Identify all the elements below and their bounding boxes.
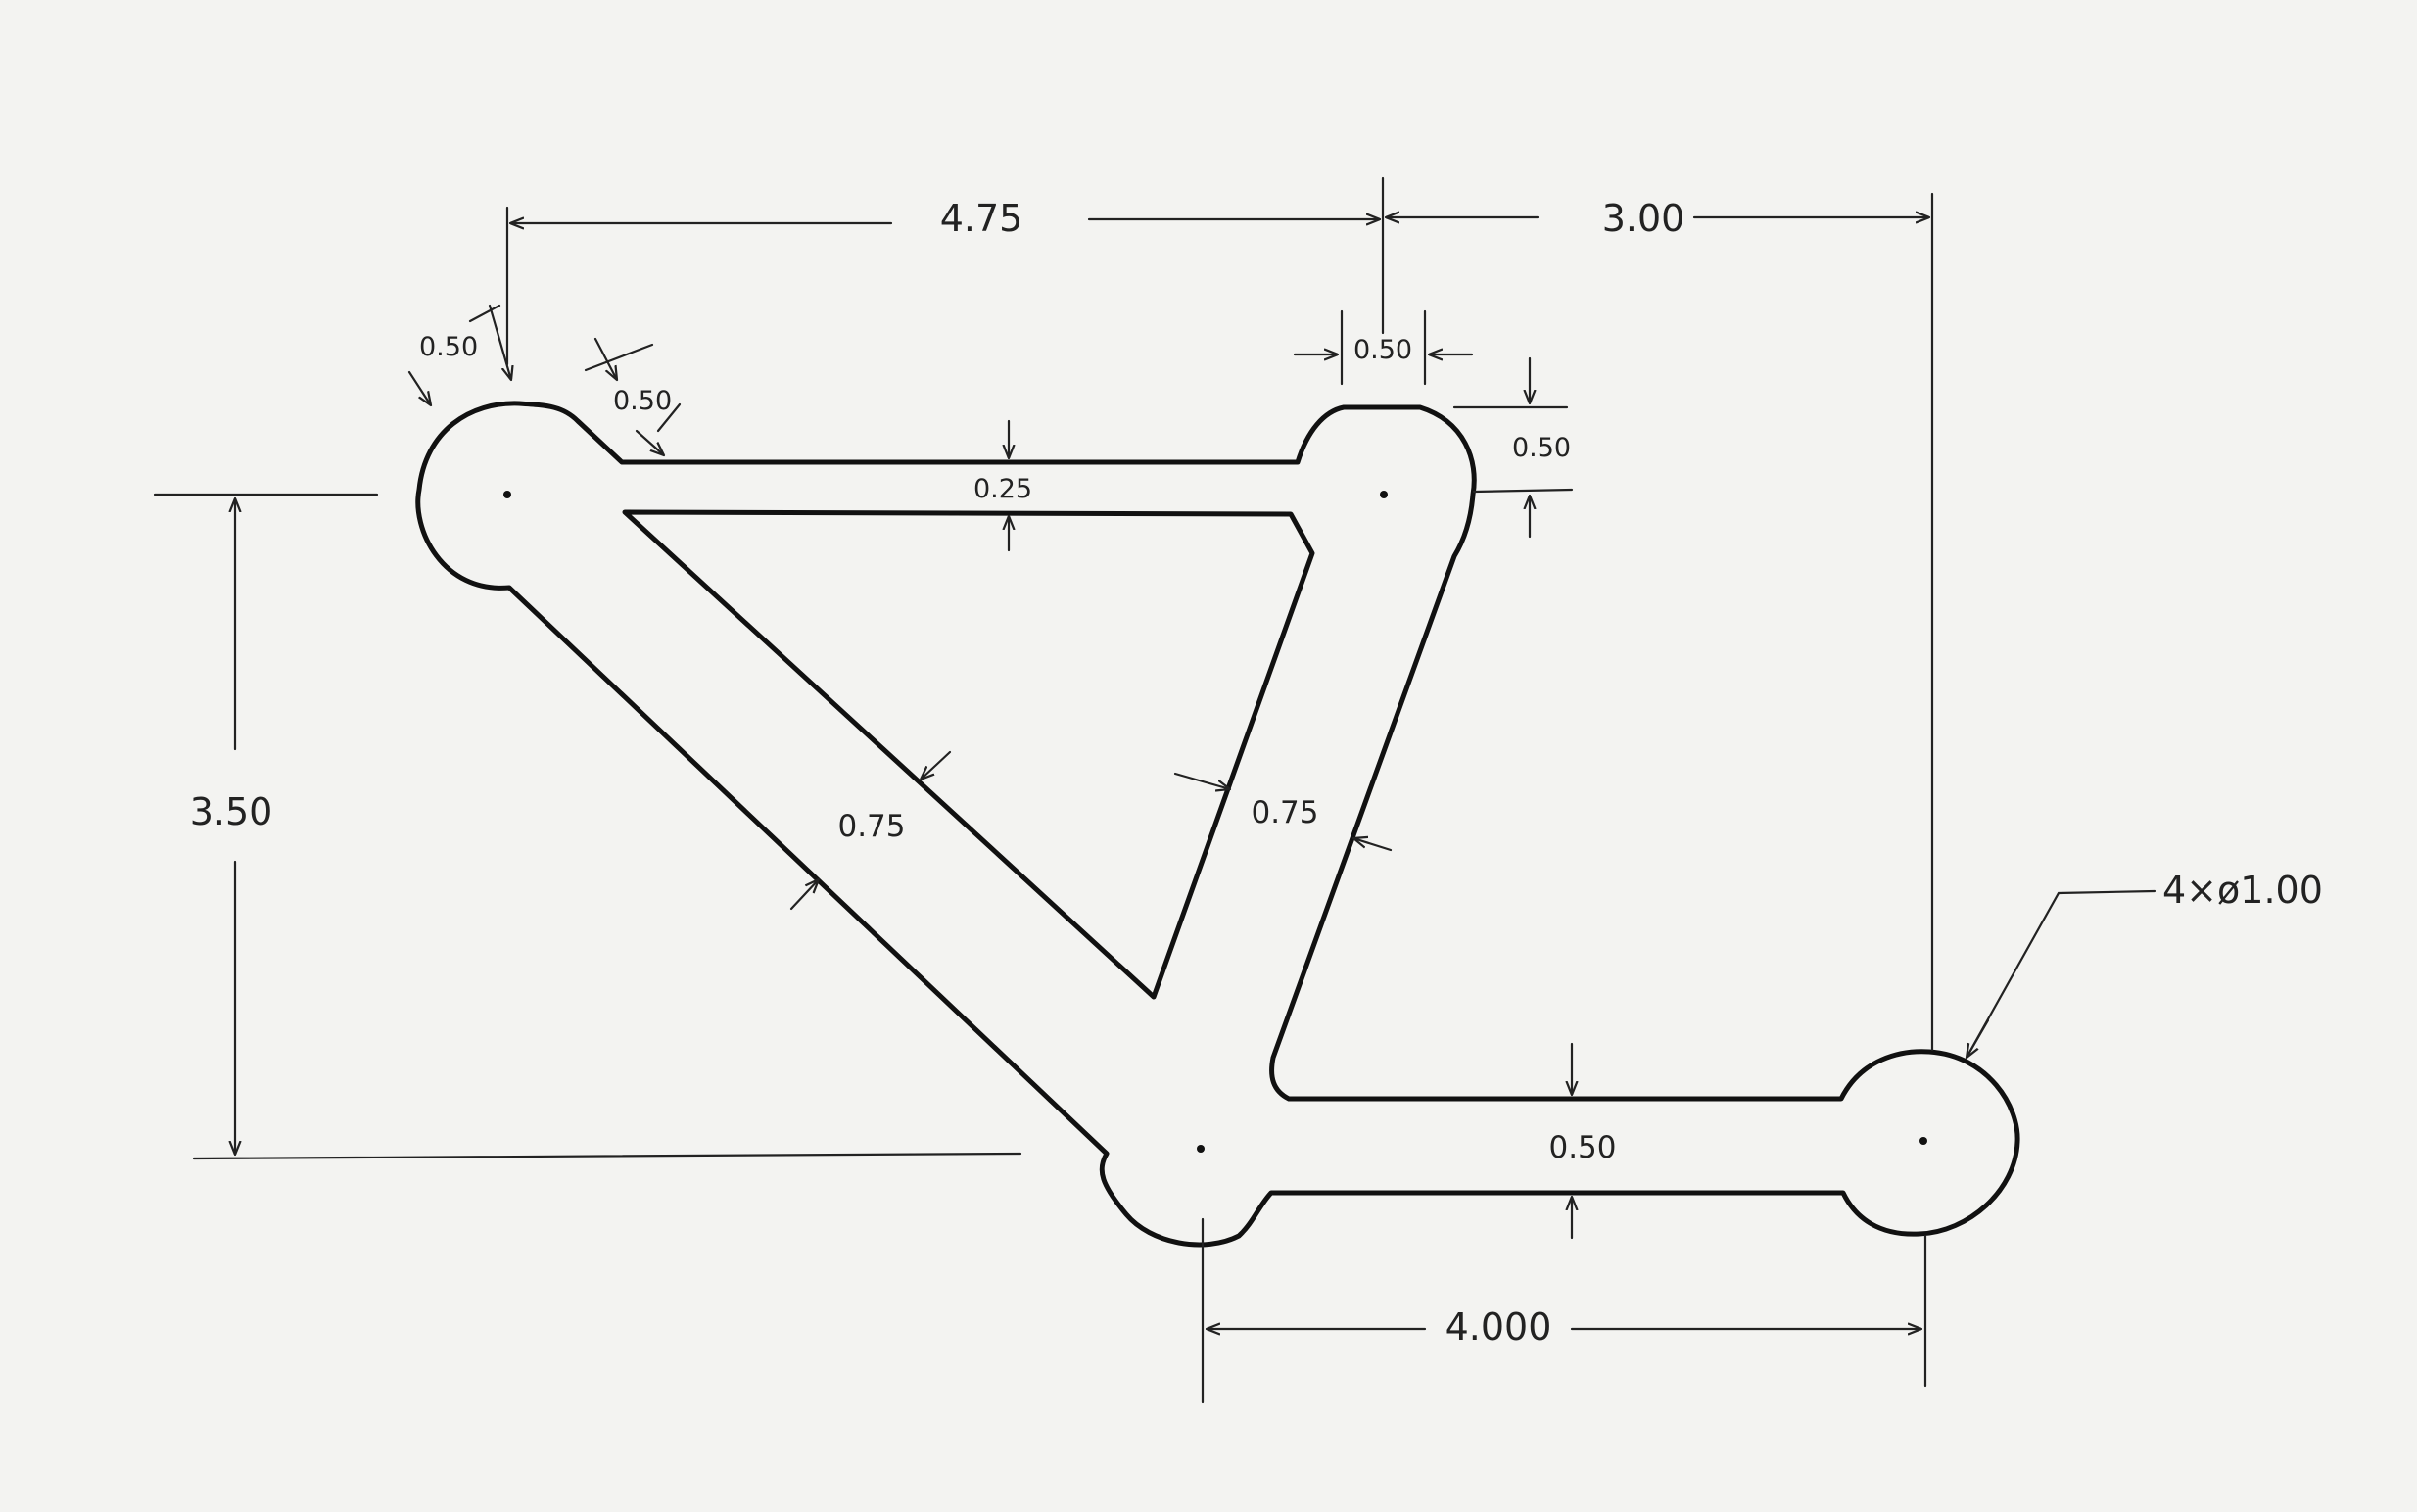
dim-left-boss: 0.50 — [407, 304, 511, 405]
dim-text-left-neck: 0.50 — [613, 386, 672, 416]
dim-text-diagonal-right: 0.75 — [1251, 795, 1318, 830]
hole-center-left — [503, 491, 511, 498]
dim-text-hole: 4×ø1.00 — [2162, 869, 2323, 912]
leader-line — [1965, 889, 2156, 1060]
dim-top-bar: 0.25 — [973, 419, 1032, 552]
dim-top: 4.75 3.00 — [505, 176, 1934, 1052]
dim-bottom: 4.000 — [1201, 1217, 1927, 1404]
dim-left-neck: 0.50 — [584, 337, 682, 455]
hole-center-right — [1919, 1137, 1927, 1145]
dim-text-top-boss-height: 0.50 — [1512, 433, 1571, 463]
dim-top-boss-height: 0.50 — [1452, 356, 1574, 539]
hole-callout: 4×ø1.00 — [1967, 869, 2323, 1058]
hole-center-bottom — [1197, 1145, 1205, 1153]
dim-text-475: 4.75 — [940, 197, 1023, 240]
part-outer-outline — [415, 401, 2020, 1248]
dim-bottom-bar: 0.50 — [1548, 1042, 1617, 1240]
dim-diagonal-left: 0.75 — [789, 750, 952, 911]
ext-line-bottom — [192, 1152, 1022, 1160]
dim-top-boss-width: 0.50 — [1293, 309, 1474, 386]
hole-center-top — [1380, 491, 1388, 498]
dim-text-4000: 4.000 — [1445, 1305, 1552, 1348]
dim-text-300: 3.00 — [1602, 197, 1685, 240]
dim-left: 3.50 — [153, 493, 1022, 1160]
dim-text-top-boss-width: 0.50 — [1353, 335, 1412, 365]
dim-text-top-bar: 0.25 — [973, 474, 1032, 504]
dim-diagonal-right: 0.75 — [1173, 772, 1393, 852]
dim-text-350: 3.50 — [190, 790, 273, 833]
dim-text-bottom-bar: 0.50 — [1548, 1130, 1616, 1165]
dim-text-left-boss: 0.50 — [419, 332, 478, 362]
part-inner-cutout — [622, 509, 1315, 1000]
dim-text-diagonal-left: 0.75 — [837, 809, 905, 844]
